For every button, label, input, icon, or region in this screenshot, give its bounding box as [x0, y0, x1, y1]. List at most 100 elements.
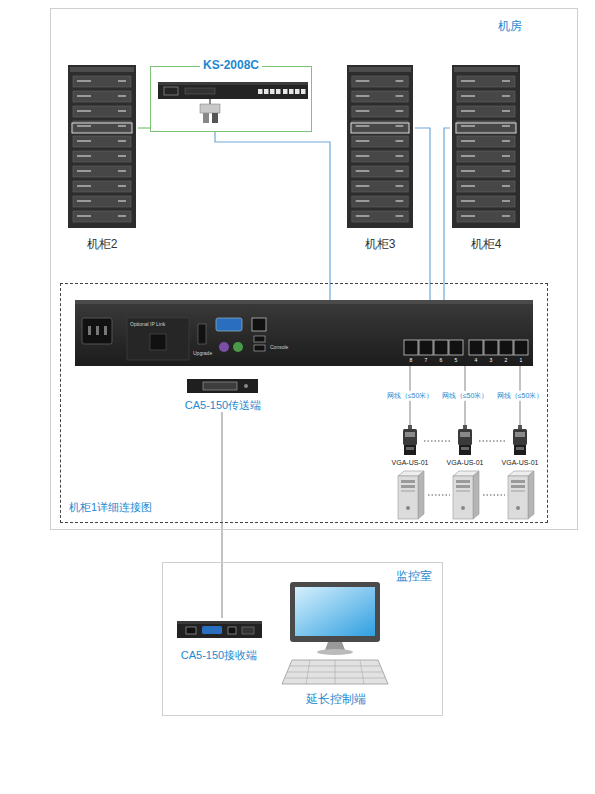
- kvm-switch-body: [96, 326, 99, 335]
- ca5-150-transmitter: [187, 379, 258, 393]
- kvm-switch-body: [219, 342, 229, 352]
- ca5-150-receiver: [177, 621, 262, 638]
- port-number: 6: [440, 357, 443, 363]
- vga-us-01-adapter: [513, 425, 527, 455]
- kvm-switch-body: [88, 326, 91, 335]
- server-computer: [453, 471, 479, 519]
- port-number: 1: [520, 357, 523, 363]
- monitor-keyboard: [290, 582, 380, 642]
- receiver: CA5-150接收端: [170, 618, 268, 662]
- ks2008c-device: [185, 88, 215, 94]
- monitor-keyboard: [335, 660, 336, 684]
- vga-adapter: VGA-US-01: [385, 425, 435, 520]
- kvm-switch-body: [449, 340, 463, 355]
- kvm-switch-body: [499, 340, 513, 355]
- ca5-150-receiver: [186, 627, 196, 634]
- kvm-switch-body: [514, 340, 528, 355]
- ca5-150-transmitter: [244, 384, 248, 388]
- kvm-switch-body: [254, 336, 265, 342]
- kvm-switch-body: [434, 340, 448, 355]
- kvm-switch: Optional IP LinkUpgradeConsole: [75, 300, 533, 366]
- ca5-150-receiver: [202, 626, 222, 634]
- port-number: 7: [425, 357, 428, 363]
- ks2008c-device: [289, 89, 294, 94]
- vga-us-01-adapter: [403, 425, 527, 455]
- ks2008c-device: [301, 89, 306, 94]
- edge-label: 网线（≤50米）: [496, 390, 545, 400]
- ca5-150-receiver: [242, 627, 254, 634]
- monitor-keyboard: [295, 587, 375, 636]
- kvm-switch-body: [404, 340, 528, 355]
- ks2008c-device: [200, 104, 220, 113]
- cabinet-detail-region: 机柜1详细连接图Optional IP LinkUpgradeConsoleCA…: [60, 283, 548, 523]
- kvm-switch-body: [254, 345, 265, 351]
- port-number: 4: [475, 357, 478, 363]
- server-rack: 机柜4: [450, 63, 522, 253]
- monitor-room-region: 监控室CA5-150接收端延长控制端: [162, 562, 443, 716]
- device-label: VGA-US-01: [447, 459, 484, 467]
- server-rack: [452, 65, 520, 228]
- port-number: 3: [490, 357, 493, 363]
- dotted-separator: [424, 441, 450, 442]
- kvm-switch-body: [233, 342, 243, 352]
- port-label: Console: [270, 344, 288, 350]
- server-computer: [398, 471, 424, 519]
- kvm-switch-body: [75, 300, 533, 366]
- rack-label: 机柜3: [365, 237, 396, 251]
- server-rack: [347, 65, 413, 228]
- monitor-keyboard: [325, 642, 345, 650]
- ca5-150-transmitter: [187, 379, 258, 393]
- kvm-switch-body: [252, 318, 266, 331]
- kvm-switch-body: [82, 318, 112, 344]
- port-number: 5: [455, 357, 458, 363]
- cable-line: [215, 132, 330, 300]
- ks2008c-device: [295, 89, 300, 94]
- monitor-keyboard: [306, 660, 310, 684]
- monitor-keyboard: [285, 660, 386, 684]
- panel-label: Optional IP Link: [130, 321, 165, 327]
- cable-line: [138, 127, 150, 128]
- kvm-switch-body: [419, 340, 433, 355]
- edge-label: 网线（≤50米）: [441, 390, 490, 400]
- kvm-switch-body: [469, 340, 483, 355]
- server-rack: [68, 65, 520, 228]
- dotted-separator: [424, 441, 505, 495]
- device-label: 延长控制端: [306, 692, 366, 706]
- vga-adapter: VGA-US-01: [440, 425, 490, 520]
- kvm-switch-body: [75, 300, 533, 366]
- dotted-separator: [479, 441, 505, 442]
- transmitter: CA5-150传送端: [178, 376, 268, 412]
- ks2008c-device: [158, 82, 308, 85]
- edge-label: 网线（≤50米）: [386, 390, 435, 400]
- server-computer: [398, 471, 534, 519]
- vga-us-01-adapter: [458, 425, 472, 455]
- ca5-150-transmitter: [203, 382, 237, 390]
- ks2008c-device: [264, 89, 269, 94]
- rack-label: 机柜2: [87, 237, 118, 251]
- kvm-switch-body: [127, 318, 189, 360]
- device-label: VGA-US-01: [392, 459, 429, 467]
- ks2008c-device: [270, 89, 275, 94]
- ks2008c-device: [158, 82, 308, 99]
- ks2008c-device: [212, 113, 218, 123]
- cable-line: [444, 128, 450, 300]
- monitor-keyboard: [360, 660, 364, 684]
- cable-line: [221, 412, 222, 618]
- ks2008c-device: [283, 89, 288, 94]
- connected-server: [351, 123, 409, 133]
- ca5-150-receiver: [177, 621, 262, 624]
- kvm-switch-body: [484, 340, 498, 355]
- console-terminal: 延长控制端: [283, 578, 388, 710]
- device-label: KS-2008C: [200, 58, 262, 72]
- monitor-keyboard: [282, 660, 388, 684]
- kvm-switch-frame: KS-2008C: [150, 66, 312, 132]
- port-number: 2: [505, 357, 508, 363]
- monitor-keyboard: [317, 649, 353, 655]
- device-label: VGA-US-01: [502, 459, 539, 467]
- device-label: CA5-150接收端: [181, 649, 257, 662]
- ca5-150-receiver: [228, 627, 236, 634]
- device-label: CA5-150传送端: [185, 399, 261, 412]
- rack-label: 机柜4: [471, 237, 502, 251]
